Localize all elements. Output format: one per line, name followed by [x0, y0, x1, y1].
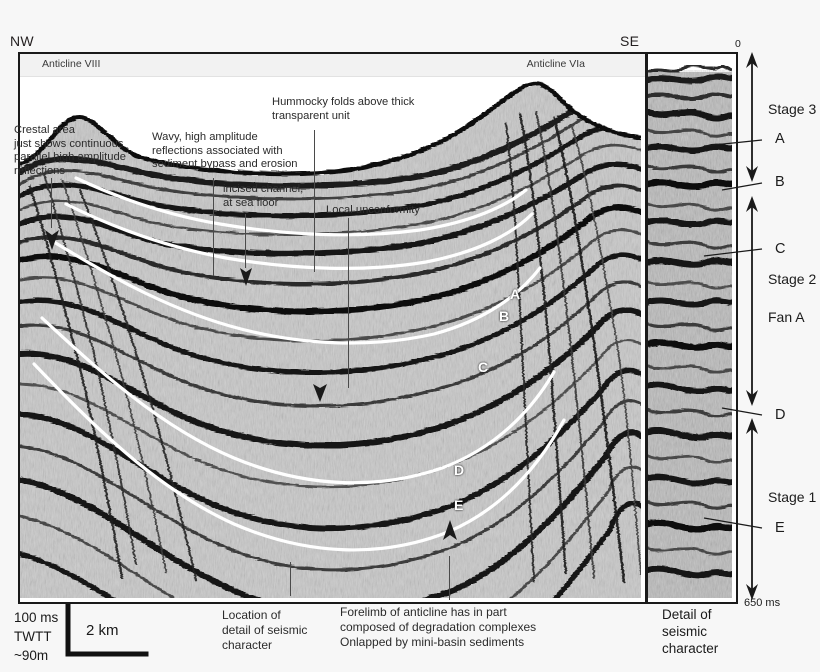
leader-line-location-detail: [290, 562, 292, 596]
arrow-unconformity: [313, 384, 327, 402]
detail-horizon-label-b: B: [775, 174, 785, 190]
main-seismic-section: Anticline VIII Anticline VIa A B C D E: [18, 52, 647, 604]
stage-label-2: Stage 2: [768, 271, 817, 287]
detail-horizon-leaders: [703, 139, 763, 529]
detail-panel-caption: Detail of seismic character: [662, 607, 719, 656]
detail-horizon-label-c: C: [775, 241, 786, 257]
time-tick-bottom: 650 ms: [744, 597, 781, 609]
annotation-local-unconformity: Local unconformity: [326, 204, 420, 216]
anticline-label-right: Anticline VIa: [526, 58, 585, 70]
orientation-label-se: SE: [620, 33, 640, 49]
leader-line-incised: [245, 214, 247, 268]
orientation-label-nw: NW: [10, 33, 34, 49]
annotation-location-of-detail: Location of detail of seismic character: [222, 608, 308, 652]
leader-line-hummocky: [314, 130, 316, 272]
detail-horizon-label-d: D: [775, 407, 786, 423]
anticline-label-left: Anticline VIII: [42, 58, 101, 70]
horizon-letter-b: B: [499, 308, 510, 324]
stage-label-fan-a: Fan A: [768, 309, 805, 325]
horizon-letter-e: E: [454, 497, 464, 513]
arrow-forelimb: [443, 520, 457, 540]
annotation-hummocky-folds: Hummocky folds above thick transparent u…: [272, 96, 415, 122]
detail-horizon-label-a: A: [775, 131, 785, 147]
horizon-letter-d: D: [454, 462, 465, 478]
annotation-incised-channel: incised channel, at sea floor: [223, 183, 304, 209]
stage-label-1: Stage 1: [768, 489, 817, 505]
leader-line-unconformity: [348, 218, 350, 388]
arrow-incised-channel: [240, 268, 252, 286]
annotation-crestal-area: Crestal area just shows continuous paral…: [14, 124, 126, 177]
traced-horizons: [32, 176, 566, 552]
horizon-letter-a: A: [510, 286, 521, 302]
main-seismic-image: [20, 54, 641, 598]
arrow-crestal: [45, 230, 59, 250]
leader-line-wavy: [213, 178, 215, 276]
detail-horizon-label-e: E: [775, 520, 785, 536]
scale-vertical-label: 100 ms TWTT ~90m: [14, 610, 59, 663]
annotation-wavy-reflections: Wavy, high amplitude reflections associa…: [152, 131, 298, 171]
scale-horizontal-label: 2 km: [86, 622, 119, 639]
scale-bar-lshape: [65, 604, 149, 657]
leader-line-crestal: [51, 178, 53, 228]
stage-label-3: Stage 3: [768, 101, 817, 117]
horizon-letter-c: C: [478, 359, 489, 375]
time-tick-top: 0: [735, 38, 741, 50]
leader-line-forelimb: [449, 556, 451, 600]
annotation-forelimb: Forelimb of anticline has in part compos…: [340, 605, 537, 649]
stage-axis-arrows: [746, 52, 758, 600]
